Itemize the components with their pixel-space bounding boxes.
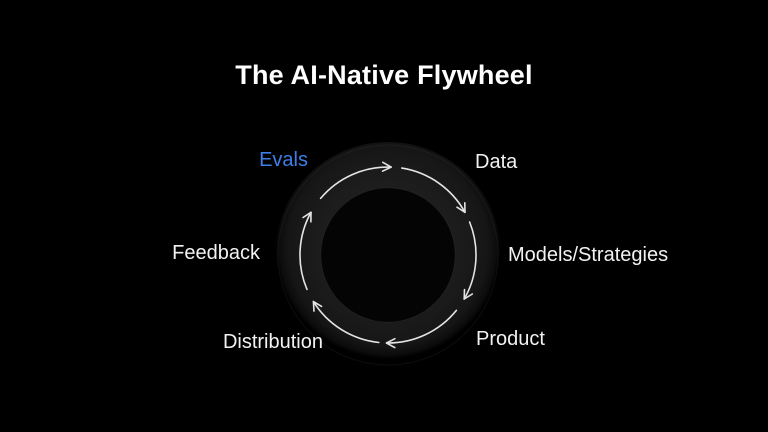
flywheel-arrowhead-icon (385, 337, 396, 349)
flywheel-arrow-arc (312, 300, 380, 344)
flywheel-arrow-arc (385, 309, 458, 344)
stage-label-product: Product (476, 328, 545, 350)
page-title: The AI-Native Flywheel (235, 60, 533, 90)
flywheel-hole-rim (320, 187, 456, 323)
flywheel-arrowhead-icon (463, 288, 474, 300)
flywheel-arrowhead-icon (456, 202, 466, 214)
flywheel-hole (321, 188, 455, 322)
flywheel-arrow-arc (401, 167, 466, 214)
stage-label-evals: Evals (259, 149, 308, 171)
flywheel-arrow-arc (299, 211, 312, 291)
stage-label-models-strategies: Models/Strategies (508, 244, 669, 266)
stage-label-distribution: Distribution (222, 331, 323, 353)
flywheel-ring-rim (277, 144, 499, 366)
stage-label-data: Data (475, 151, 518, 173)
flywheel-arrowhead-icon (302, 211, 312, 223)
flywheel-arrowhead-icon (381, 161, 392, 172)
flywheel-arrow-arc (463, 221, 477, 300)
stage-label-feedback: Feedback (172, 242, 260, 264)
flywheel-arrow-arc (319, 166, 392, 200)
flywheel-diagram (275, 142, 501, 368)
flywheel-arrows (299, 161, 477, 349)
flywheel-arrowhead-icon (312, 300, 323, 312)
